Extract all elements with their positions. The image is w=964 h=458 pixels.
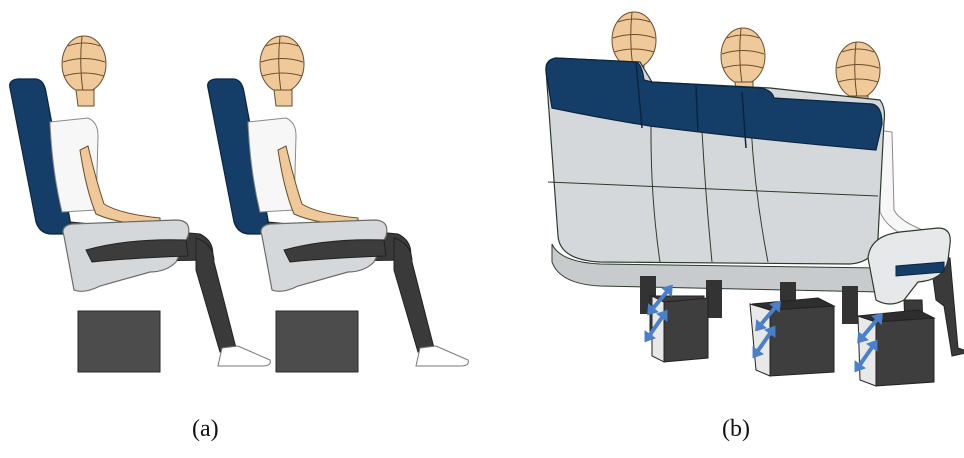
seat-leg-4 [842,286,858,324]
baggage-box-1 [78,311,160,372]
panel-b [546,12,964,386]
dummy-arm-right [878,130,928,244]
baggage-box-2 [276,311,358,372]
baggage-box-b1 [650,296,708,362]
panel-a [10,36,469,372]
caption-a: (a) [192,416,219,443]
baggage-box-b2 [750,298,834,376]
caption-b: (b) [722,416,750,443]
